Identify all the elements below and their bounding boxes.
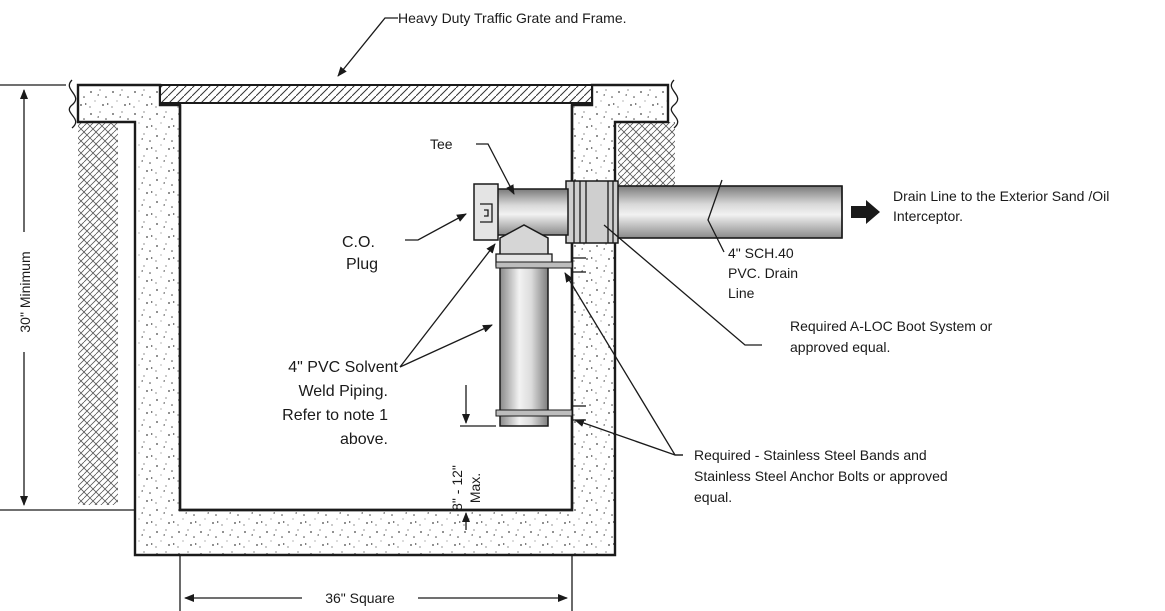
boot-label-1: Required A-LOC Boot System or <box>790 318 993 334</box>
break-line-right <box>670 79 679 129</box>
height-dimension <box>0 84 135 511</box>
pvc-piping-label-3: Refer to note 1 <box>282 407 388 424</box>
pvc-piping-label-4: above. <box>340 431 388 448</box>
width-dimension-label: 36" Square <box>325 590 395 606</box>
drain-pipe-label-1: 4" SCH.40 <box>728 245 794 261</box>
gap-label-2: Max. <box>467 473 483 503</box>
vertical-pvc-pipe <box>495 224 553 427</box>
bands-label-1: Required - Stainless Steel Bands and <box>694 447 927 463</box>
leader-lines <box>337 17 762 456</box>
drain-pipe-label-3: Line <box>728 285 755 301</box>
flow-arrow-icon <box>851 200 880 224</box>
gap-dimension <box>460 385 496 530</box>
tee-label: Tee <box>430 136 453 152</box>
boot-label-2: approved equal. <box>790 339 890 355</box>
break-line-left <box>68 79 77 129</box>
traffic-grate <box>159 84 593 104</box>
grate-label: Heavy Duty Traffic Grate and Frame. <box>398 10 627 26</box>
drain-pipe-label-2: PVC. Drain <box>728 265 798 281</box>
pvc-piping-label-1: 4" PVC Solvent <box>288 359 398 376</box>
pvc-piping-label-2: Weld Piping. <box>298 383 388 400</box>
drain-line-pipe <box>599 185 843 239</box>
a-loc-boot <box>565 180 619 244</box>
bands-label-2: Stainless Steel Anchor Bolts or approved <box>694 468 948 484</box>
soil-left <box>78 120 118 505</box>
drain-destination-label-1: Drain Line to the Exterior Sand /Oil <box>893 188 1109 204</box>
stainless-band-upper <box>495 257 586 273</box>
height-dimension-label: 30" Minimum <box>17 251 33 332</box>
gap-label-1: 8" - 12" <box>449 465 465 511</box>
width-dimension <box>179 555 573 611</box>
co-plug-label-2: Plug <box>346 256 378 273</box>
bands-label-3: equal. <box>694 489 732 505</box>
concrete-structure <box>76 83 670 557</box>
drain-destination-label-2: Interceptor. <box>893 208 963 224</box>
co-plug-label-1: C.O. <box>342 234 375 251</box>
